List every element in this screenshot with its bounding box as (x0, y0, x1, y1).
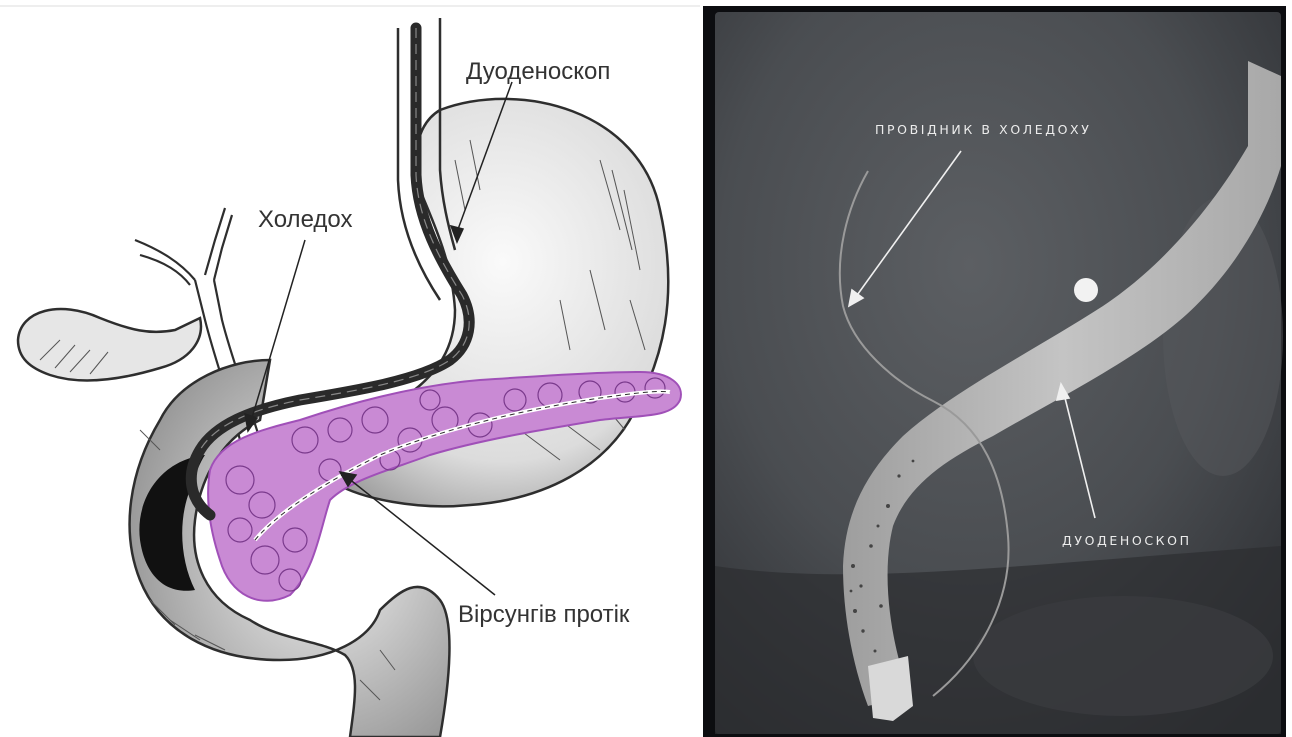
xray-image: ПРОВІДНИК В ХОЛЕДОХУ ДУОДЕНОСКОП (703, 6, 1286, 737)
gallbladder (18, 309, 201, 380)
duodenoscope-label: Дуоденоскоп (466, 58, 610, 85)
duodenoscope-xray-label: ДУОДЕНОСКОП (1062, 533, 1192, 548)
guidewire-label: ПРОВІДНИК В ХОЛЕДОХУ (875, 122, 1091, 137)
xray-panel: ПРОВІДНИК В ХОЛЕДОХУ ДУОДЕНОСКОП (703, 6, 1286, 737)
wirsung-duct-label: Вірсунгів протік (458, 601, 630, 628)
scope-marker (1074, 278, 1098, 302)
anatomy-illustration-panel: Дуоденоскоп Холедох Вірсунгів протік (0, 0, 700, 737)
choledochus-label: Холедох (258, 206, 352, 233)
bowel-shadow (973, 596, 1273, 716)
anatomy-illustration: Дуоденоскоп Холедох Вірсунгів протік (0, 0, 700, 737)
